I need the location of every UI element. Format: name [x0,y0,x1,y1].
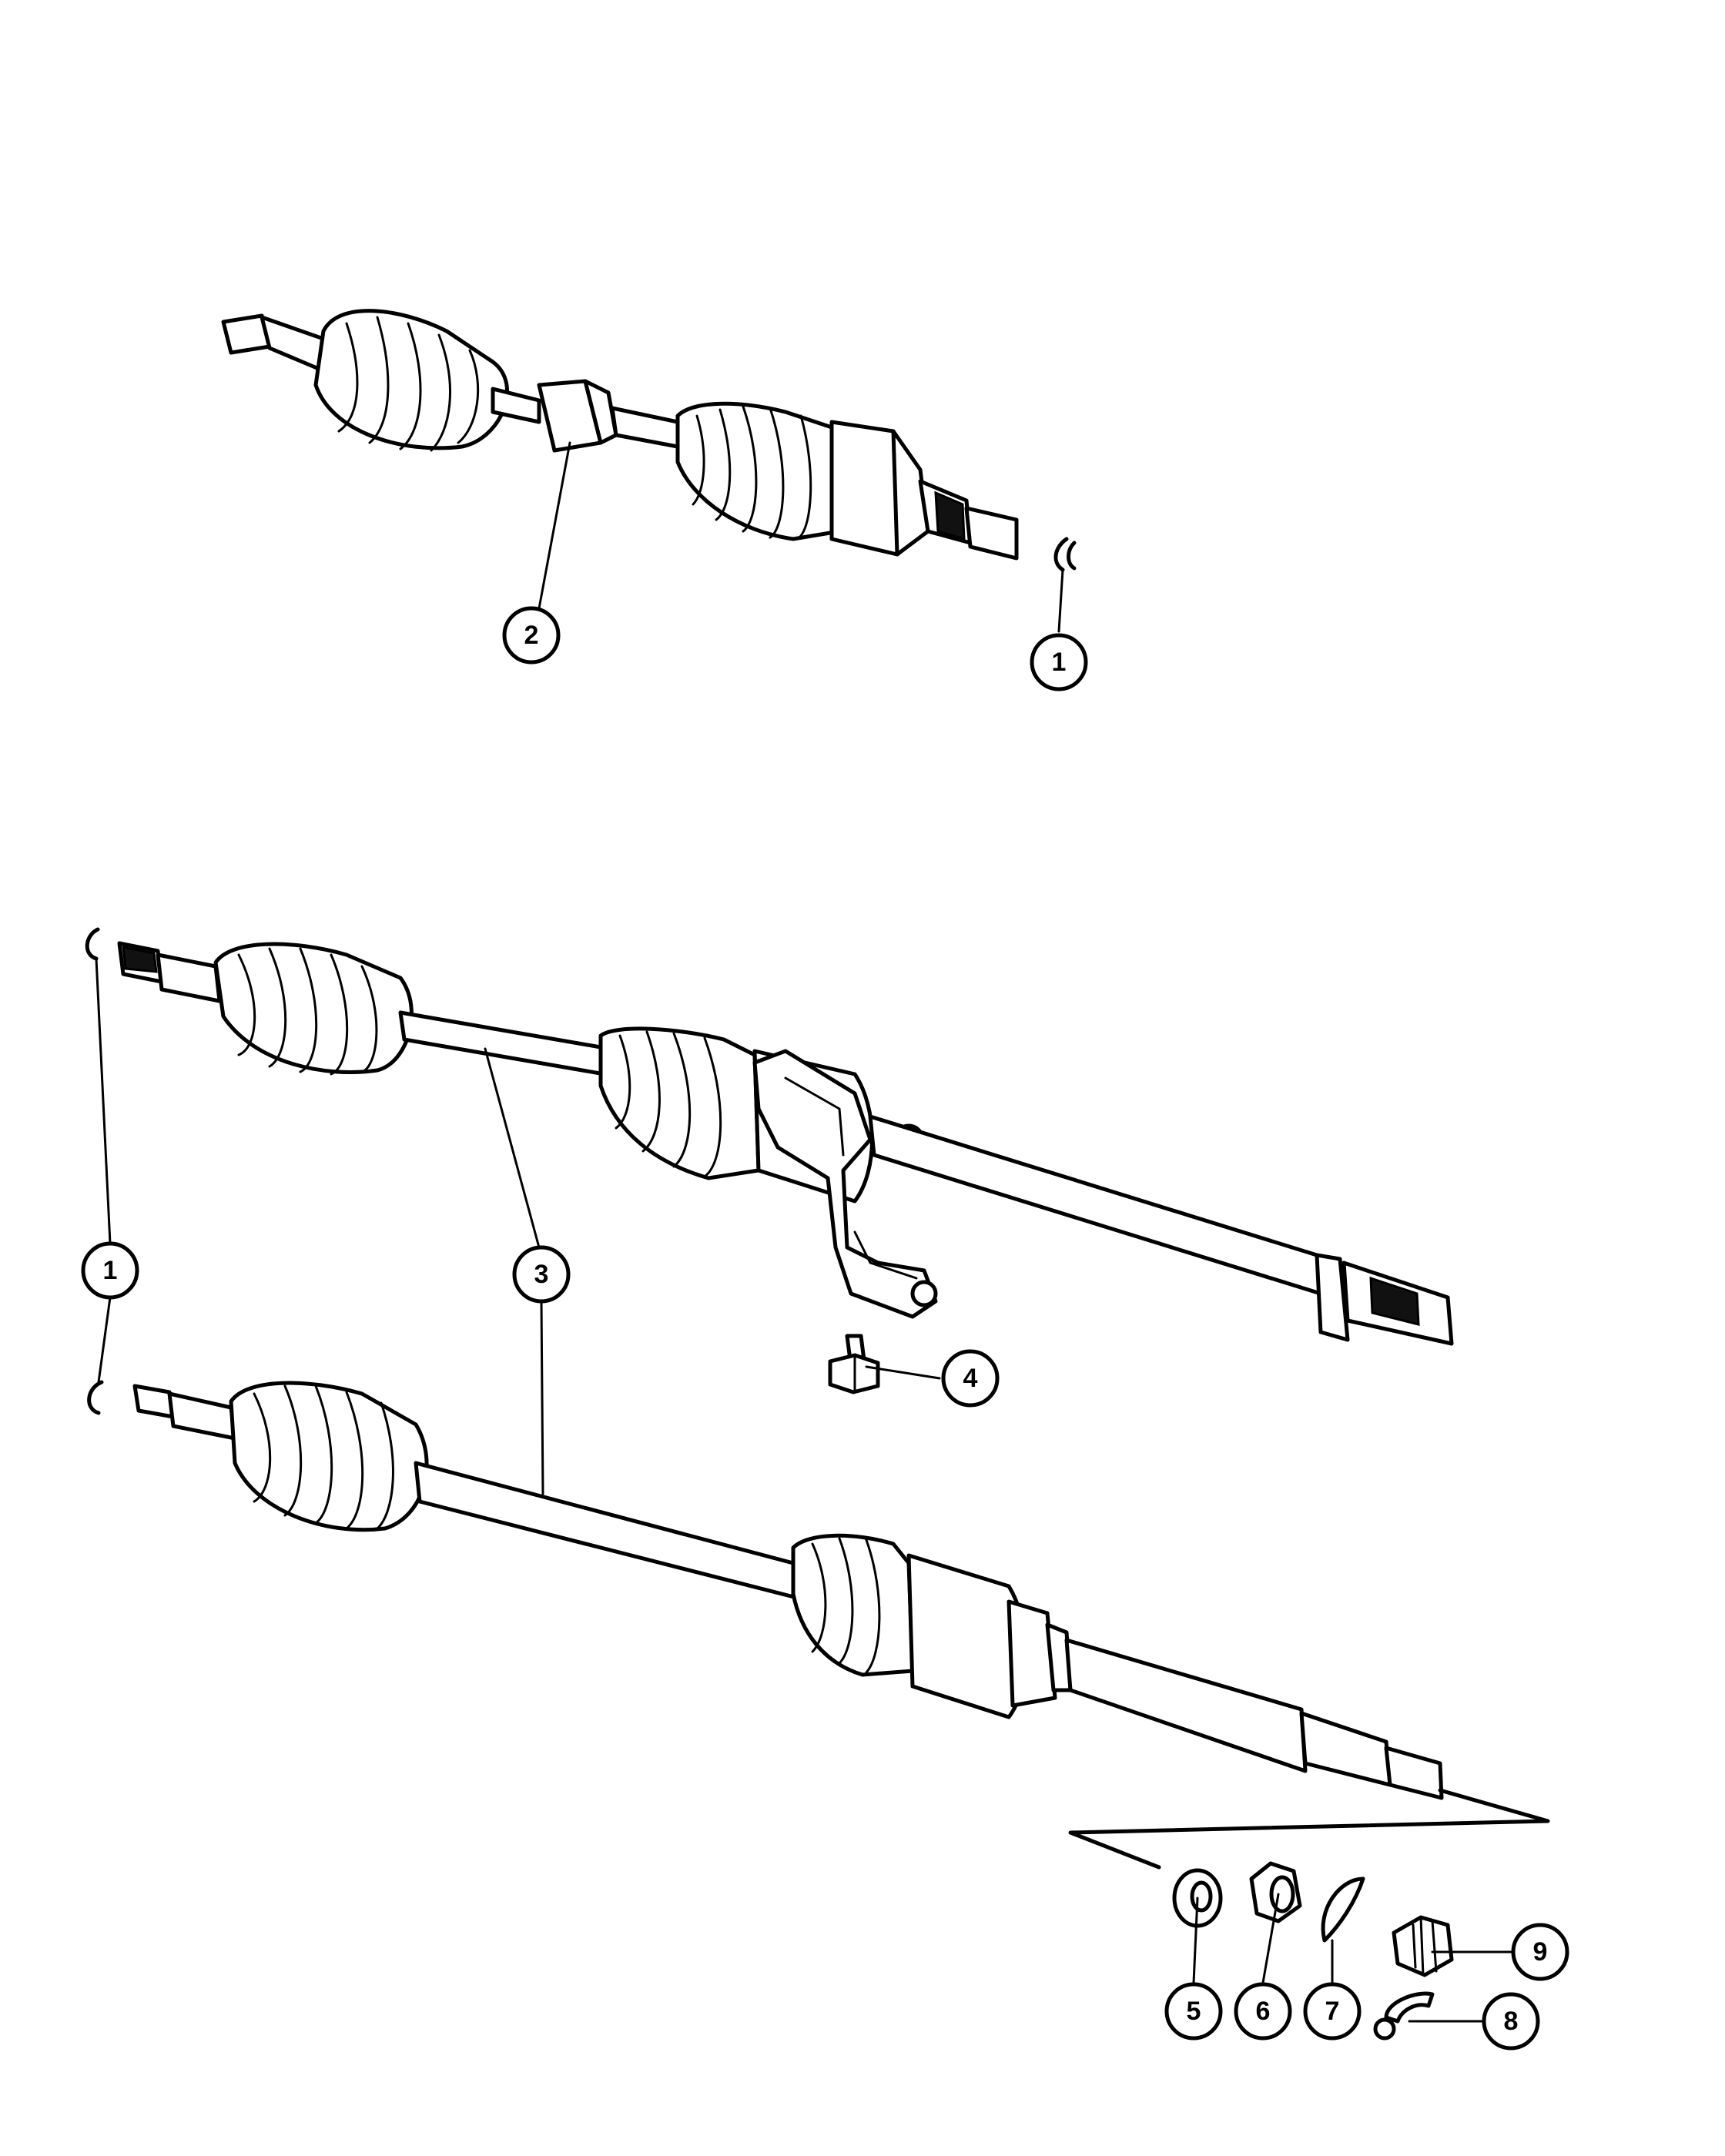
callout-3: 3 [512,1245,571,1304]
callout-1: 1 [1030,633,1088,691]
callout-6: 6 [1234,1982,1292,2040]
retaining-ring-icon [87,1380,104,1415]
bolt-icon [828,1334,880,1394]
middle-drive-shaft [117,941,1454,1346]
svg-text:2: 2 [524,621,539,650]
svg-text:3: 3 [534,1260,549,1289]
svg-text:7: 7 [1325,1997,1340,2026]
svg-text:1: 1 [103,1256,118,1285]
cotter-pin-icon [1373,1991,1435,2040]
svg-text:8: 8 [1504,2007,1519,2036]
svg-text:9: 9 [1533,1937,1548,1967]
callout-9: 9 [1511,1923,1569,1981]
svg-text:5: 5 [1187,1997,1201,2026]
leader-lines [95,441,1515,2023]
callout-2: 2 [502,606,561,665]
callout-7: 7 [1303,1982,1362,2040]
spring-washer-icon [1321,1876,1365,1943]
svg-text:4: 4 [963,1364,978,1393]
callout-5: 5 [1164,1982,1223,2040]
svg-text:6: 6 [1256,1997,1271,2026]
callout-8: 8 [1482,1992,1540,2051]
lower-drive-shaft [132,1381,1444,1800]
callout-1: 1 [81,1241,139,1300]
retaining-ring-icon [85,927,100,961]
hardware-group-bracket [1068,1788,1550,1870]
svg-text:1: 1 [1052,648,1067,677]
upper-drive-shaft [221,309,1019,561]
castle-nut-icon [1392,1915,1454,1977]
retaining-ring-icon [1053,537,1077,572]
callout-4: 4 [941,1349,1000,1408]
